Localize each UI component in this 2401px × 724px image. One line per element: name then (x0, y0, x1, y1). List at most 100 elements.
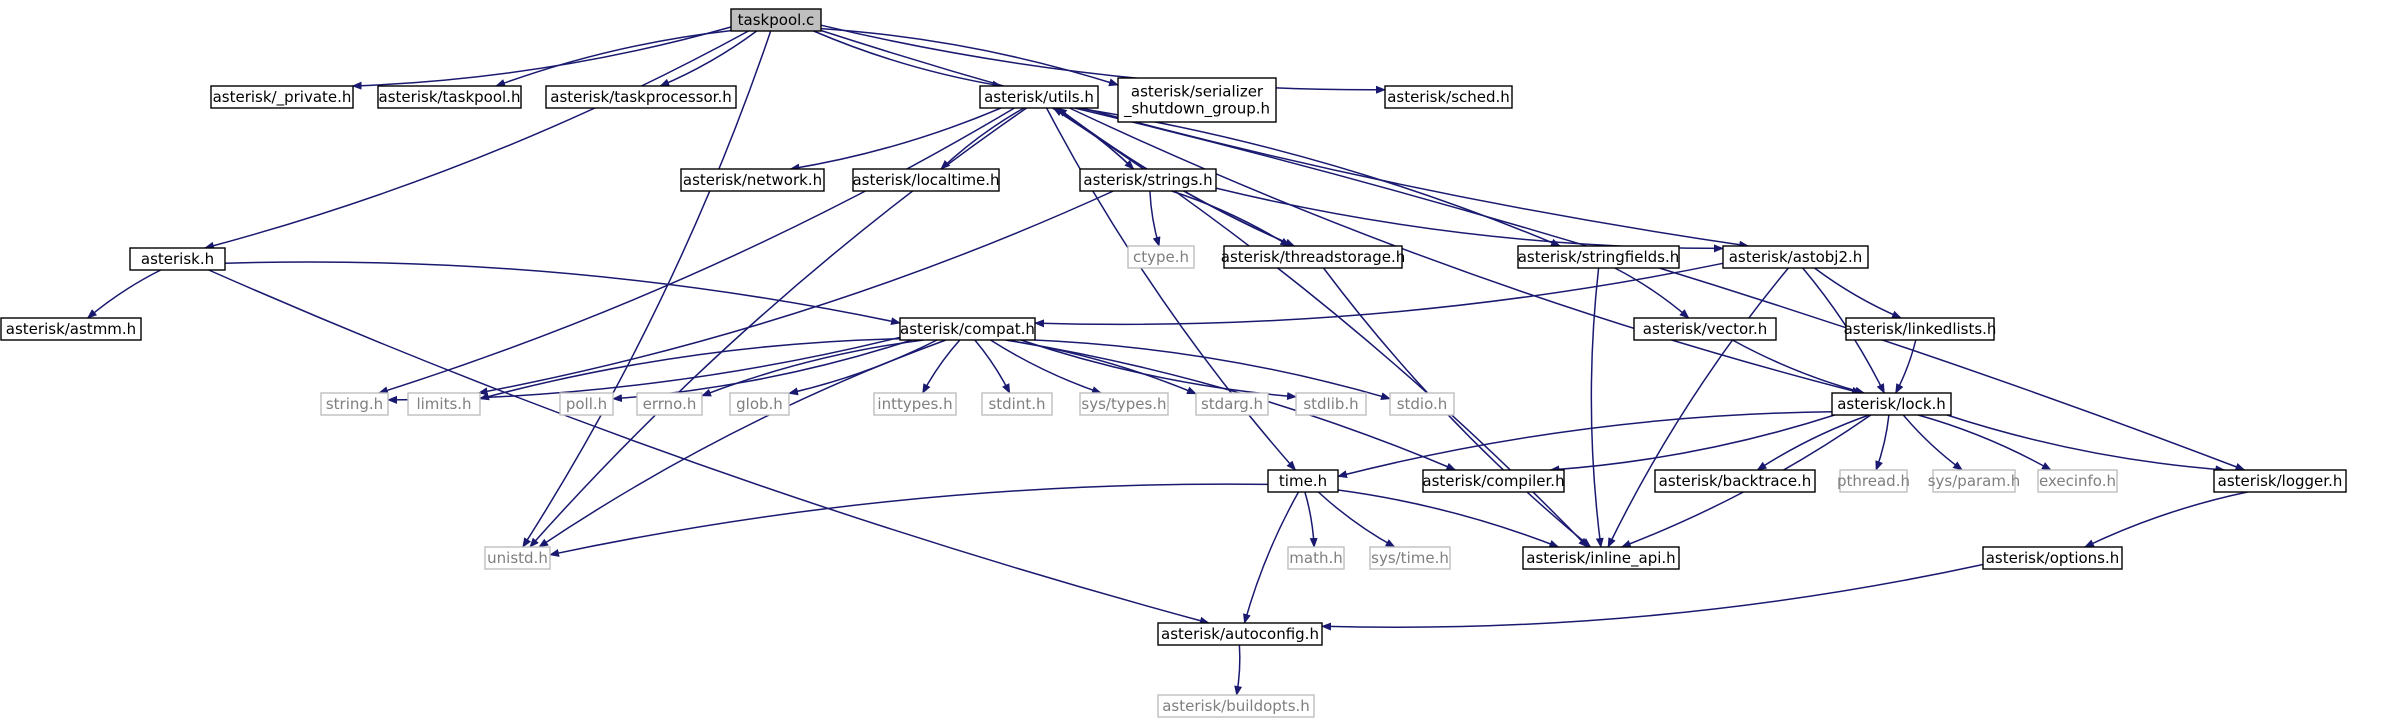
edge-lock-to-backtrace (1756, 414, 1870, 471)
edge-taskpool-to-asterisk_h (204, 30, 749, 250)
node-label: asterisk/backtrace.h (1659, 472, 1812, 490)
node-box (1287, 546, 1345, 570)
node-private[interactable]: asterisk/_private.h (210, 85, 354, 109)
edge-utils-to-localtime (940, 107, 1025, 170)
node-label: glob.h (736, 395, 783, 413)
node-vector[interactable]: asterisk/vector.h (1633, 317, 1777, 341)
edge-strings-to-threadstorage (1171, 190, 1291, 247)
edge-time_h-to-systime_h (1317, 491, 1396, 548)
node-options[interactable]: asterisk/options.h (1982, 546, 2123, 570)
node-astobj2[interactable]: asterisk/astobj2.h (1722, 245, 1869, 269)
edge-time_h-to-autoconfig (1243, 491, 1300, 624)
node-taskpool_h[interactable]: asterisk/taskpool.h (377, 85, 522, 109)
node-label: asterisk/autoconfig.h (1161, 625, 1319, 643)
edge-logger-to-options (2084, 491, 2248, 548)
node-box (1195, 392, 1269, 416)
node-label: asterisk/_private.h (213, 88, 352, 107)
edge-compat-to-stdlib_h (1020, 339, 1297, 401)
node-label: taskpool.c (738, 11, 815, 29)
node-serializer[interactable]: asterisk/serializer_shutdown_group.h (1117, 77, 1277, 123)
node-label: asterisk/linkedlists.h (1844, 320, 1997, 338)
node-box (545, 85, 737, 109)
node-label: stdint.h (988, 395, 1045, 413)
edge-lock-to-execinfo_h (1917, 414, 2052, 471)
node-label: asterisk/taskpool.h (379, 88, 521, 106)
edge-asterisk_h-to-astmm (86, 269, 162, 319)
node-label: asterisk/strings.h (1083, 171, 1212, 189)
node-string_h: string.h (320, 392, 389, 416)
node-box (729, 392, 790, 416)
edge-lock-to-logger (1946, 414, 2226, 474)
node-stringfields[interactable]: asterisk/stringfields.h (1517, 245, 1680, 269)
node-lock[interactable]: asterisk/lock.h (1831, 392, 1952, 416)
node-stdlib_h: stdlib.h (1295, 392, 1367, 416)
edge-utils-to-string_h (378, 107, 1015, 395)
node-box (1295, 392, 1367, 416)
node-linkedlists[interactable]: asterisk/linkedlists.h (1844, 317, 1997, 341)
edge-compat-to-stdint_h (974, 339, 1011, 394)
node-box (1932, 469, 2016, 493)
node-box (1845, 317, 1995, 341)
node-box (1117, 77, 1277, 123)
edge-lock-to-pthread_h (1875, 414, 1890, 471)
node-box (1369, 546, 1451, 570)
node-box (979, 85, 1099, 109)
node-box (1831, 392, 1952, 416)
node-network[interactable]: asterisk/network.h (680, 168, 825, 192)
node-glob_h: glob.h (729, 392, 790, 416)
node-label: stdarg.h (1201, 395, 1263, 413)
node-autoconfig[interactable]: asterisk/autoconfig.h (1157, 622, 1323, 646)
node-astmm[interactable]: asterisk/astmm.h (0, 317, 142, 341)
node-box (129, 247, 226, 271)
node-box (1157, 622, 1323, 646)
edge-utils-to-lock (1069, 107, 1862, 395)
edge-asterisk_h-to-autoconfig (208, 269, 1210, 625)
node-box (1223, 245, 1403, 269)
edge-compat-to-compiler (1005, 339, 1457, 471)
node-strings[interactable]: asterisk/strings.h (1079, 168, 1217, 192)
node-taskpool[interactable]: taskpool.c (730, 8, 822, 32)
edge-vector-to-lock (1732, 339, 1866, 395)
node-label: time.h (1279, 472, 1327, 490)
edge-options-to-autoconfig (1321, 563, 1984, 631)
edge-compat-to-errno_h (701, 339, 924, 397)
node-box (981, 392, 1053, 416)
node-box (377, 85, 522, 109)
node-localtime[interactable]: asterisk/localtime.h (852, 168, 1000, 192)
node-time_h[interactable]: time.h (1267, 469, 1339, 493)
node-compat[interactable]: asterisk/compat.h (899, 317, 1036, 341)
node-systypes_h: sys/types.h (1079, 392, 1169, 416)
node-label: asterisk/taskprocessor.h (550, 88, 731, 106)
node-box (680, 168, 825, 192)
node-utils[interactable]: asterisk/utils.h (979, 85, 1099, 109)
node-execinfo_h: execinfo.h (2037, 469, 2118, 493)
node-label: asterisk/logger.h (2218, 472, 2343, 490)
node-box (1422, 469, 1565, 493)
node-label: asterisk.h (141, 250, 214, 268)
node-compiler[interactable]: asterisk/compiler.h (1422, 469, 1565, 493)
edge-autoconfig-to-buildopts (1234, 644, 1243, 696)
edge-asterisk_h-to-compat (224, 261, 901, 326)
node-logger[interactable]: asterisk/logger.h (2213, 469, 2347, 493)
node-label: inttypes.h (877, 395, 952, 413)
node-sched[interactable]: asterisk/sched.h (1384, 85, 1513, 109)
node-buildopts: asterisk/buildopts.h (1157, 694, 1315, 718)
node-pthread_h: pthread.h (1837, 469, 1910, 493)
edge-compat-to-systypes_h (990, 339, 1102, 394)
edge-astobj2-to-linkedlists (1814, 267, 1902, 319)
edge-taskpool-to-unistd_h (522, 30, 772, 548)
edge-utils-to-time_h (1045, 107, 1297, 471)
node-box (852, 168, 1000, 192)
node-box (320, 392, 389, 416)
node-ctype: ctype.h (1127, 245, 1195, 269)
node-backtrace[interactable]: asterisk/backtrace.h (1654, 469, 1816, 493)
edge-astobj2-to-compat (1034, 262, 1724, 328)
node-inline_api[interactable]: asterisk/inline_api.h (1522, 546, 1680, 570)
node-label: asterisk/buildopts.h (1162, 697, 1310, 715)
node-asterisk_h[interactable]: asterisk.h (129, 247, 226, 271)
node-box (407, 392, 481, 416)
node-math_h: math.h (1287, 546, 1345, 570)
edge-compat-to-limits_h (479, 337, 901, 401)
node-taskprocessor[interactable]: asterisk/taskprocessor.h (545, 85, 737, 109)
node-threadstorage[interactable]: asterisk/threadstorage.h (1221, 245, 1405, 269)
